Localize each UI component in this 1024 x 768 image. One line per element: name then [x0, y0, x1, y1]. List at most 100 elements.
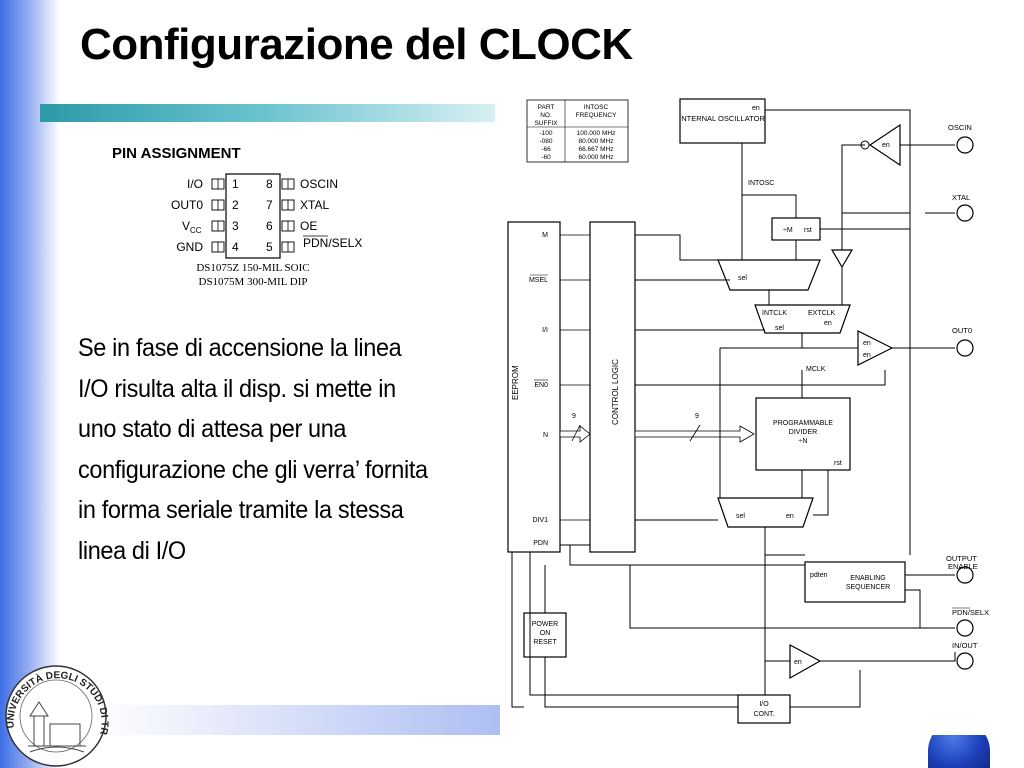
pin-number-1: 1	[232, 177, 239, 191]
mclk-label: MCLK	[806, 366, 826, 373]
pin-number-7: 7	[266, 198, 273, 212]
svg-text:INTERNAL OSCILLATOR: INTERNAL OSCILLATOR	[679, 114, 765, 123]
svg-text:-60: -60	[541, 154, 551, 161]
frequency-table: PART NO. SUFFIX INTOSC FREQUENCY -100 -0…	[526, 99, 629, 163]
pin-number-4: 4	[232, 240, 239, 254]
svg-text:66.667 MHz: 66.667 MHz	[578, 146, 613, 153]
svg-text:-080: -080	[539, 138, 552, 145]
io-control-block: I/O CONT.	[737, 694, 791, 724]
svg-text:÷N: ÷N	[799, 438, 808, 445]
svg-text:POWER: POWER	[532, 621, 558, 628]
svg-text:N: N	[543, 432, 548, 439]
svg-text:CONT.: CONT.	[754, 711, 775, 718]
external-pins: OSCIN XTAL OUT0 OUTPUT ENABLE PDN/SELX I…	[946, 123, 989, 670]
svg-text:EEPROM: EEPROM	[511, 365, 520, 400]
svg-text:RESET: RESET	[533, 639, 557, 646]
intosc-label: INTOSC	[748, 180, 774, 187]
power-on-reset-block: POWER ON RESET	[523, 612, 567, 658]
svg-text:100.000 MHz: 100.000 MHz	[577, 130, 616, 137]
svg-text:CONTROL LOGIC: CONTROL LOGIC	[611, 359, 620, 425]
divide-m-block: ÷M rst	[771, 217, 821, 241]
internal-oscillator-block: INTERNAL OSCILLATOR en	[679, 98, 766, 144]
pin-number-3: 3	[232, 219, 239, 233]
pin-out0-label: OUT0	[952, 326, 972, 335]
divider-bus: 9	[634, 413, 755, 443]
mux-sel-1: sel	[717, 259, 821, 291]
svg-text:en: en	[863, 340, 871, 347]
university-seal-logo: UNIVERSITÀ DEGLI STUDI DI TRIESTE	[0, 658, 110, 767]
title-underline-bar	[40, 104, 495, 122]
eeprom-block: EEPROM M MSEL I/I EN0 N DIV1 PDN	[507, 221, 561, 553]
xtal-buffer	[830, 249, 854, 269]
left-gradient-band	[0, 0, 60, 768]
svg-text:9: 9	[572, 413, 576, 420]
pin-label-1: I/O	[187, 177, 203, 191]
pin-label-3-sub: CC	[190, 226, 202, 235]
svg-text:M: M	[542, 232, 548, 239]
svg-text:I/O: I/O	[759, 701, 769, 708]
svg-text:DIV1: DIV1	[532, 517, 548, 524]
body-text: Se in fase di accensione la linea I/O ri…	[78, 334, 428, 565]
package-dip: DS1075M 300-MIL DIP	[199, 276, 308, 288]
ic-body	[225, 173, 281, 259]
enabling-sequencer-block: ENABLING SEQUENCER pdten	[804, 561, 906, 603]
pin-label-6: OE	[300, 219, 317, 233]
pin-label-7: XTAL	[300, 198, 329, 212]
svg-text:9: 9	[695, 413, 699, 420]
pin-label-3: V	[182, 219, 190, 233]
pin-xtal-label: XTAL	[952, 193, 970, 202]
svg-text:SUFFIX: SUFFIX	[534, 120, 558, 127]
pin-number-8: 8	[266, 177, 273, 191]
pin-output-enable-label-2: ENABLE	[948, 562, 978, 571]
pin-label-8: OSCIN	[300, 177, 338, 191]
out0-buffer: en en	[857, 330, 894, 366]
left-pins: I/O OUT0 V CC GND 1 2 3 4	[171, 177, 239, 254]
slide-title: Configurazione del CLOCK	[80, 20, 633, 69]
svg-text:rst: rst	[834, 460, 842, 467]
svg-text:en: en	[786, 513, 794, 520]
svg-text:PDN: PDN	[533, 540, 548, 547]
pin-label-2: OUT0	[171, 198, 203, 212]
pin-oscin-label: OSCIN	[948, 123, 972, 132]
svg-text:sel: sel	[775, 325, 784, 332]
pin-number-5: 5	[266, 240, 273, 254]
svg-text:en: en	[882, 142, 890, 149]
svg-text:ENABLING: ENABLING	[850, 575, 885, 582]
svg-text:sel: sel	[736, 513, 745, 520]
block-diagram: PART NO. SUFFIX INTOSC FREQUENCY -100 -0…	[500, 95, 1024, 735]
pin-pdn-selx-label: PDN/SELX	[952, 608, 989, 617]
svg-text:EXTCLK: EXTCLK	[808, 310, 836, 317]
svg-text:NO.: NO.	[540, 112, 552, 119]
svg-text:en: en	[863, 352, 871, 359]
pin-output-enable-label-1: OUTPUT	[946, 554, 977, 563]
svg-text:INTOSC: INTOSC	[584, 104, 609, 111]
eeprom-bus-lines: 9	[559, 234, 591, 521]
svg-text:SEQUENCER: SEQUENCER	[846, 584, 890, 591]
svg-text:INTCLK: INTCLK	[762, 310, 787, 317]
pin-number-2: 2	[232, 198, 239, 212]
oscin-buffer: en	[860, 123, 901, 167]
pin-number-6: 6	[266, 219, 273, 233]
package-soic: DS1075Z 150-MIL SOIC	[196, 262, 309, 274]
control-logic-block: CONTROL LOGIC	[589, 221, 636, 553]
svg-text:rst: rst	[804, 227, 812, 234]
inout-buffer: en	[789, 644, 822, 680]
svg-text:FREQUENCY: FREQUENCY	[576, 112, 617, 119]
svg-text:60.000 MHz: 60.000 MHz	[578, 154, 613, 161]
svg-text:PART: PART	[538, 104, 555, 111]
mux-sel-3: sel en	[717, 497, 814, 528]
programmable-divider-block: PROGRAMMABLE DIVIDER ÷N rst	[755, 397, 851, 471]
svg-text:I/I: I/I	[542, 327, 548, 334]
svg-text:en: en	[824, 320, 832, 327]
pin-label-5: PDN/SELX	[303, 236, 362, 250]
mux-intclk-extclk: INTCLK EXTCLK sel en	[754, 304, 851, 334]
diagram-wiring	[511, 109, 956, 708]
pin-assignment-figure: PIN ASSIGNMENT I/O OUT0 V CC GND 1 2 3 4…	[112, 145, 362, 288]
svg-text:÷M: ÷M	[783, 227, 793, 234]
svg-text:en: en	[794, 659, 802, 666]
svg-text:-100: -100	[539, 130, 552, 137]
svg-text:pdten: pdten	[810, 572, 828, 579]
svg-text:EN0: EN0	[534, 382, 548, 389]
svg-text:en: en	[752, 105, 760, 112]
right-pins: 8 7 6 5 OSCIN XTAL OE PDN/SELX	[266, 177, 362, 254]
